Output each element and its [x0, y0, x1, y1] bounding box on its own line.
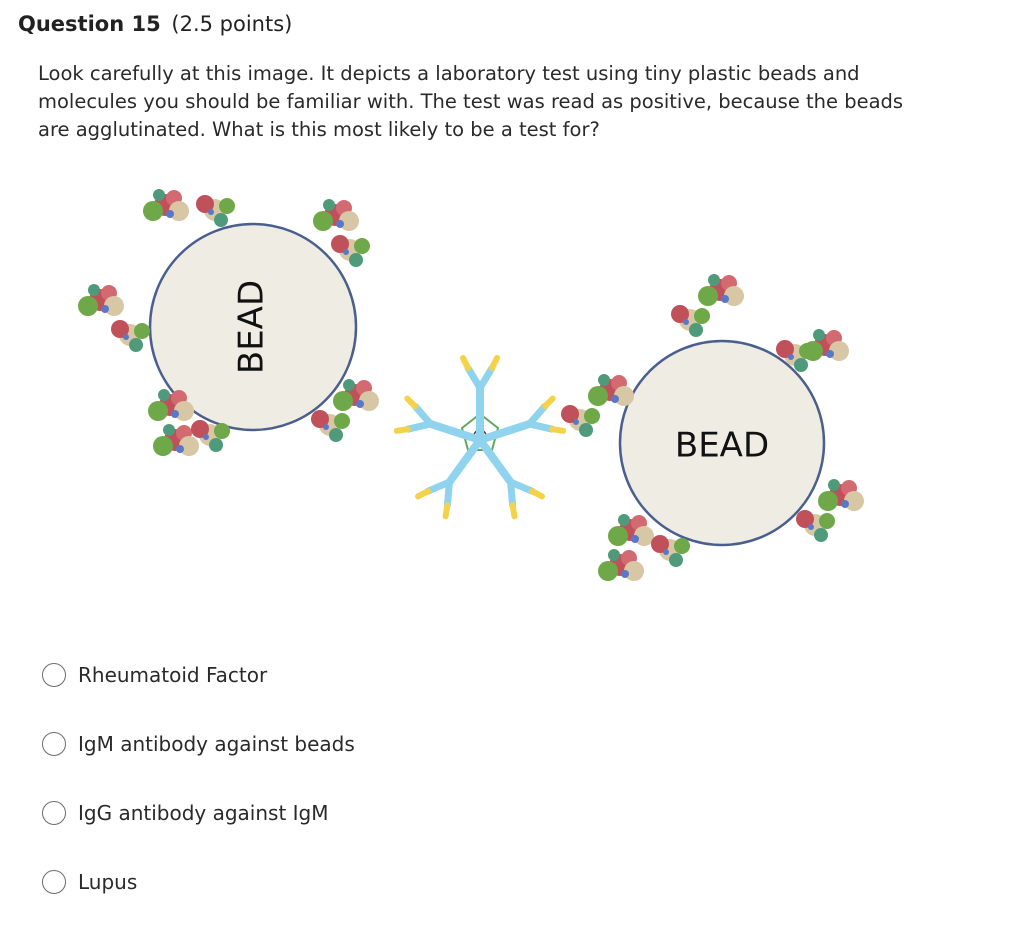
- option-lupus[interactable]: Lupus: [42, 865, 355, 899]
- bead-right: [618, 339, 826, 547]
- radio-button[interactable]: [42, 870, 66, 894]
- bead-left: [148, 222, 358, 432]
- radio-button[interactable]: [42, 663, 66, 687]
- agglutination-figure: BEAD BEAD: [70, 170, 900, 610]
- igm-pentamer: [397, 358, 563, 516]
- answer-options: Rheumatoid Factor IgM antibody against b…: [42, 658, 355, 934]
- radio-button[interactable]: [42, 732, 66, 756]
- question-header: Question 15 (2.5 points): [18, 12, 292, 36]
- option-igg-antibody[interactable]: IgG antibody against IgM: [42, 796, 355, 830]
- option-label: IgG antibody against IgM: [78, 801, 329, 825]
- option-rheumatoid-factor[interactable]: Rheumatoid Factor: [42, 658, 355, 692]
- option-label: IgM antibody against beads: [78, 732, 355, 756]
- option-igm-antibody[interactable]: IgM antibody against beads: [42, 727, 355, 761]
- radio-button[interactable]: [42, 801, 66, 825]
- option-label: Lupus: [78, 870, 138, 894]
- option-label: Rheumatoid Factor: [78, 663, 268, 687]
- agglutination-illustration: BEAD BEAD: [78, 189, 864, 581]
- bead-left-label: BEAD: [232, 280, 272, 374]
- bead-right-label: BEAD: [675, 426, 769, 466]
- question-points: (2.5 points): [171, 12, 293, 36]
- question-number: Question 15: [18, 12, 161, 36]
- question-text: Look carefully at this image. It depicts…: [38, 62, 904, 141]
